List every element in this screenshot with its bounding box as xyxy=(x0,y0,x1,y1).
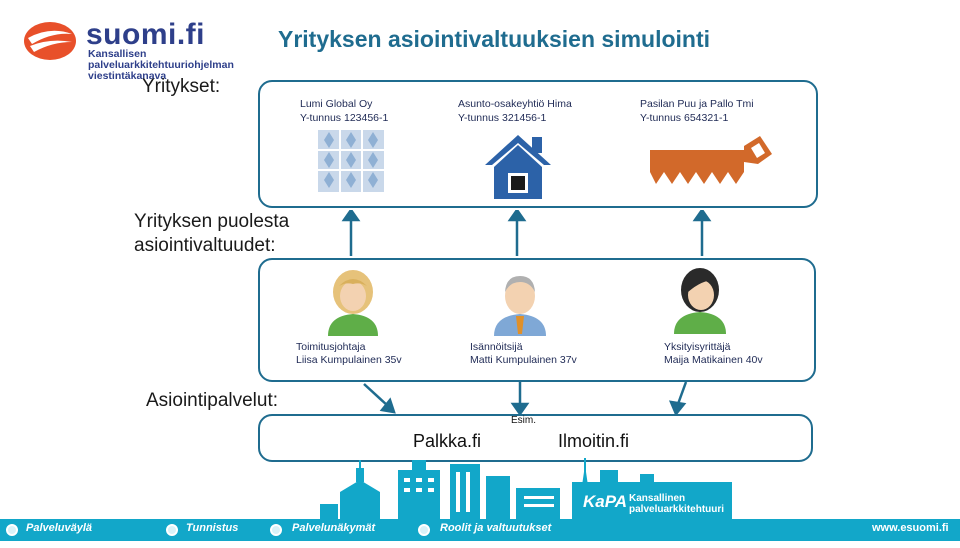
kapa-text: Kansallinen palveluarkkitehtuuri xyxy=(629,493,724,515)
snowflake-pattern-icon xyxy=(318,130,384,192)
company-id: Y-tunnus 123456-1 xyxy=(300,112,389,124)
person-card-liisa[interactable]: Toimitusjohtaja Liisa Kumpulainen 35v xyxy=(296,341,402,367)
footer-bar xyxy=(0,519,960,541)
woman-dark-hair-avatar-icon xyxy=(674,268,726,334)
man-grey-hair-avatar-icon xyxy=(494,276,546,336)
footer-item-palvelunakymat[interactable]: Palvelunäkymät xyxy=(292,522,376,534)
person-role: Isännöitsijä xyxy=(470,341,523,353)
person-name: Maija Matikainen 40v xyxy=(664,354,763,366)
person-card-maija[interactable]: Yksityisyrittäjä Maija Matikainen 40v xyxy=(664,341,763,367)
company-name: Lumi Global Oy xyxy=(300,98,373,110)
logo-title: suomi.fi xyxy=(86,18,206,51)
company-id: Y-tunnus 654321-1 xyxy=(640,112,729,124)
person-role: Toimitusjohtaja xyxy=(296,341,366,353)
person-name: Matti Kumpulainen 37v xyxy=(470,354,577,366)
mandates-label-line2: asiointivaltuudet: xyxy=(134,235,276,256)
service-palkka-link[interactable]: Palkka.fi xyxy=(413,431,482,451)
company-card-hima[interactable]: Asunto-osakeyhtiö Hima Y-tunnus 321456-1 xyxy=(458,97,572,125)
companies-label: Yritykset: xyxy=(142,76,221,97)
footer-node-icon xyxy=(418,524,430,536)
person-name: Liisa Kumpulainen 35v xyxy=(296,354,402,366)
services-box xyxy=(258,414,813,462)
house-icon xyxy=(485,135,551,199)
footer-item-tunnistus[interactable]: Tunnistus xyxy=(186,522,239,534)
company-card-lumi[interactable]: Lumi Global Oy Y-tunnus 123456-1 xyxy=(300,97,388,125)
suomi-fi-logo-icon xyxy=(24,22,76,60)
footer-node-icon xyxy=(6,524,18,536)
kapa-brand: KaPA xyxy=(583,492,628,511)
footer-node-icon xyxy=(166,524,178,536)
company-name: Pasilan Puu ja Pallo Tmi xyxy=(640,98,754,110)
mandates-label: Yrityksen puolesta asiointivaltuudet: xyxy=(134,210,289,258)
footer-item-roolit[interactable]: Roolit ja valtuutukset xyxy=(440,522,552,534)
company-name: Asunto-osakeyhtiö Hima xyxy=(458,98,572,110)
footer-node-icon xyxy=(270,524,282,536)
service-example-label: Esim. xyxy=(511,415,536,426)
kapa-line2: palveluarkkitehtuuri xyxy=(629,504,725,515)
kapa-line1: Kansallinen xyxy=(629,493,686,504)
page-title: Yrityksen asiointivaltuuksien simulointi xyxy=(278,26,711,52)
logo-subtitle: Kansallisen palveluarkkitehtuuriohjelman… xyxy=(88,48,234,82)
city-skyline-illustration xyxy=(320,458,732,520)
person-card-matti[interactable]: Isännöitsijä Matti Kumpulainen 37v xyxy=(470,341,577,367)
services-label: Asiointipalvelut: xyxy=(146,390,279,411)
footer-item-palveluvayla[interactable]: Palveluväylä xyxy=(26,522,93,534)
downward-arrows xyxy=(363,381,688,417)
person-role: Yksityisyrittäjä xyxy=(664,341,731,353)
saw-icon xyxy=(650,136,772,184)
woman-blonde-avatar-icon xyxy=(328,270,378,336)
footer-url-link[interactable]: www.esuomi.fi xyxy=(872,522,949,534)
mandates-label-line1: Yrityksen puolesta xyxy=(134,211,290,232)
service-ilmoitin-link[interactable]: Ilmoitin.fi xyxy=(558,431,630,451)
company-card-pasila[interactable]: Pasilan Puu ja Pallo Tmi Y-tunnus 654321… xyxy=(640,97,754,125)
company-id: Y-tunnus 321456-1 xyxy=(458,112,547,124)
upward-arrows xyxy=(341,210,712,256)
